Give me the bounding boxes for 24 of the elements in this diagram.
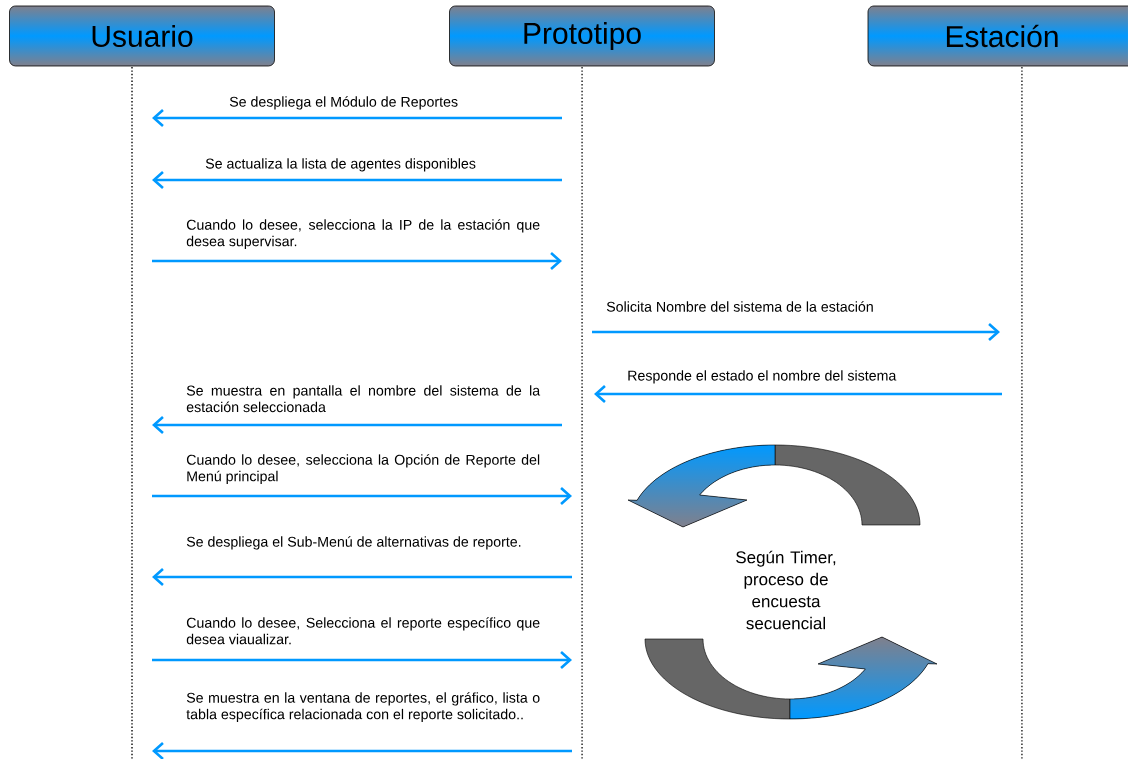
arrow xyxy=(152,416,562,434)
arrow xyxy=(152,651,572,669)
arrow xyxy=(592,323,1000,341)
arrow xyxy=(152,568,572,586)
note-text: Según Timer, proceso de encuesta secuencial xyxy=(736,550,836,630)
edge-label: Cuando lo desee, selecciona la IP de la estación que desea supervisar. xyxy=(186,219,540,250)
arrow xyxy=(152,487,572,505)
edge-label: Se actualiza la lista de agentes disponibles xyxy=(205,158,476,172)
edge-label: Cuando lo desee, Selecciona el reporte específico que desea viaualizar. xyxy=(186,617,540,645)
header-box: Estación xyxy=(867,5,1128,67)
arrow xyxy=(152,109,562,127)
edge-label: Solicita Nombre del sistema de la estación xyxy=(606,301,873,312)
arrow xyxy=(152,742,572,759)
edge-label: Responde el estado el nombre del sistema xyxy=(628,370,897,384)
header-box: Usuario xyxy=(9,5,275,67)
arrow xyxy=(152,171,562,189)
arrow xyxy=(152,252,562,270)
edge-label: Se despliega el Sub-Menú de alternativas de reporte. xyxy=(186,536,521,550)
arrow xyxy=(594,385,1002,403)
edge-label: Cuando lo desee, selecciona la Opción de Reporte del Menú principal xyxy=(186,454,540,485)
header-box: Prototipo xyxy=(449,5,715,67)
edge-label: Se despliega el Módulo de Reportes xyxy=(229,96,458,110)
edge-label: Se muestra en pantalla el nombre del sistema de la estación seleccionada xyxy=(186,385,541,413)
edge-label: Se muestra en la ventana de reportes, el gráfico, lista o tabla específica relacionada con el reporte solicitado.. xyxy=(186,692,540,723)
